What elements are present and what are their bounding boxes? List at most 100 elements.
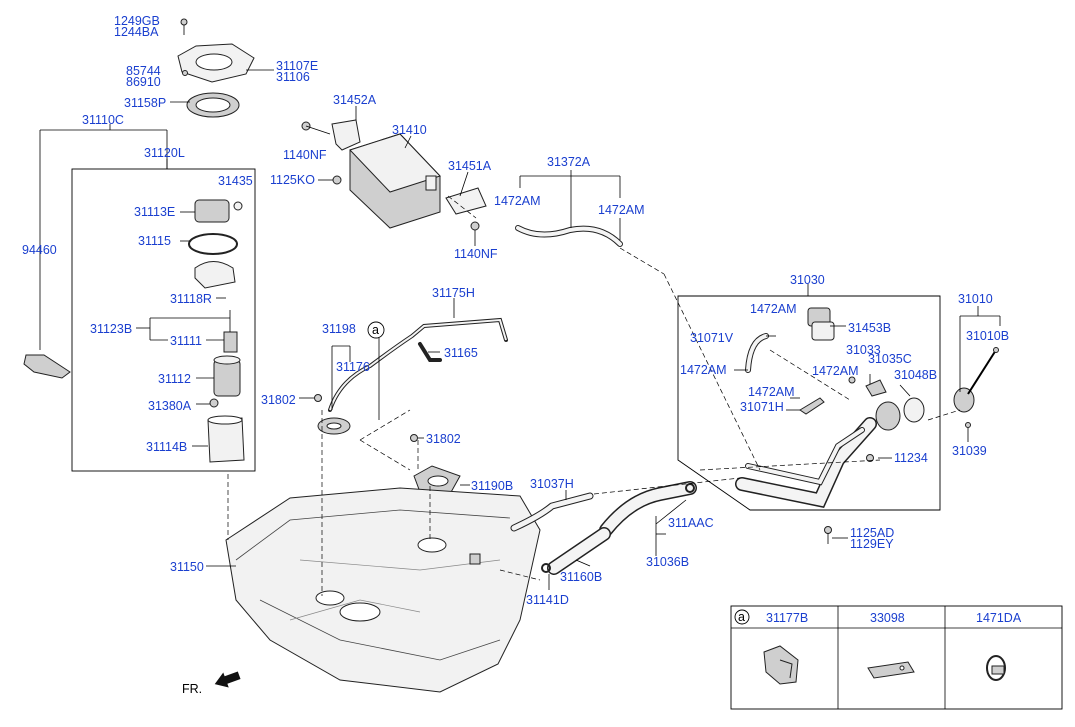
filler-pipe	[735, 417, 877, 508]
part-31380a	[209, 398, 219, 408]
canister-31410	[349, 133, 441, 229]
label-1472am-b: 1472AM	[598, 203, 645, 217]
label-1472am-c: 1472AM	[750, 302, 797, 316]
label-11234: 11234	[894, 451, 928, 465]
label-31802-a: 31802	[261, 393, 296, 407]
label-31453b: 31453B	[848, 321, 891, 335]
label-31039: 31039	[952, 444, 987, 458]
clip-31177b	[763, 645, 799, 685]
label-31150: 31150	[170, 560, 204, 574]
bracket-31452a	[331, 119, 361, 151]
fuel-tank-31150	[206, 487, 541, 693]
filler-group	[677, 284, 941, 511]
label-31118r: 31118R	[170, 292, 212, 306]
bolt-1140nf-b	[470, 221, 480, 231]
label-31010b: 31010B	[966, 329, 1009, 343]
filler-hoses	[510, 481, 848, 590]
cover-plate-31107e	[177, 43, 255, 83]
screw-1249gb	[180, 18, 188, 35]
label-31106: 31106	[276, 70, 310, 84]
clamp-311aac	[685, 483, 695, 493]
label-31380a: 31380A	[148, 399, 192, 413]
filler-frame	[677, 295, 941, 511]
bracket-31035c	[865, 379, 887, 397]
label-31158p: 31158P	[124, 96, 166, 110]
label-31111: 31111	[170, 334, 202, 348]
label-31115: 31115	[138, 234, 171, 248]
label-1129ey: 1129EY	[850, 537, 894, 551]
front-direction-arrow	[214, 671, 241, 688]
label-31114b: 31114B	[146, 440, 187, 454]
hose-leader-lines	[548, 490, 848, 590]
legend-marker-a: a	[738, 610, 745, 624]
label-31107e: 31107E	[276, 59, 318, 73]
clamp-31141d	[541, 563, 551, 573]
label-31037h: 31037H	[530, 477, 574, 491]
label-31035c: 31035C	[868, 352, 912, 366]
label-85744: 85744	[126, 64, 161, 78]
label-31113e: 31113E	[134, 205, 175, 219]
oring-31115	[188, 233, 238, 255]
clip-1471da	[986, 655, 1006, 681]
label-1472am-a: 1472AM	[494, 194, 541, 208]
label-86910: 86910	[126, 75, 161, 89]
module-frame	[71, 168, 256, 472]
label-31033: 31033	[846, 343, 881, 357]
part-31033	[848, 376, 856, 384]
bolt-31802-b	[410, 434, 418, 442]
reservoir-31114b	[207, 415, 245, 463]
label-31141d: 31141D	[526, 593, 569, 607]
vapor-lines	[299, 298, 508, 495]
label-31123b: 31123B	[90, 322, 132, 336]
label-1472am-e: 1472AM	[812, 364, 859, 378]
label-31372a: 31372A	[547, 155, 591, 169]
label-1125ad: 1125AD	[850, 526, 894, 540]
bolt-11234	[866, 454, 874, 462]
filler-leader-lines	[734, 325, 911, 459]
label-31030: 31030	[790, 273, 825, 287]
label-circle-a: a	[372, 323, 379, 337]
label-31802-b: 31802	[426, 432, 461, 446]
filler-neck-31048b	[875, 397, 925, 431]
seal-31176	[317, 417, 351, 435]
dashed-connection-lines	[227, 195, 961, 596]
hose-31071v	[745, 333, 769, 373]
legend-table	[730, 605, 1063, 710]
gasket-31158p	[186, 92, 240, 118]
canister-group	[301, 106, 487, 246]
legend-header-31177b: 31177B	[766, 611, 808, 625]
label-1140nf-a: 1140NF	[283, 148, 327, 162]
part-labels: 1249GB 1244BA 31107E 31106 85744 86910 3…	[22, 14, 1022, 696]
label-31452a: 31452A	[333, 93, 377, 107]
sender-31113e	[194, 199, 243, 223]
label-31451a: 31451A	[448, 159, 492, 173]
part-33098	[867, 661, 915, 679]
label-311aac: 311AAC	[668, 516, 714, 530]
vapor-leader-lines	[299, 298, 470, 486]
legend-header-1471da: 1471DA	[976, 611, 1022, 625]
label-94460: 94460	[22, 243, 57, 257]
label-1244ba: 1244BA	[114, 25, 159, 39]
label-31165: 31165	[444, 346, 478, 360]
pump-leader-lines	[39, 69, 274, 447]
label-31198: 31198	[322, 322, 356, 336]
label-31036b: 31036B	[646, 555, 689, 569]
label-1249gb: 1249GB	[114, 14, 160, 28]
pump-body-31112	[213, 355, 241, 397]
pump-top-cap	[194, 261, 236, 289]
bolt-1125ad	[824, 526, 832, 544]
hose-31037h	[510, 492, 594, 532]
label-31160b: 31160B	[560, 570, 602, 584]
label-31048b: 31048B	[894, 368, 937, 382]
harness-94460	[23, 140, 71, 379]
plate-31190b	[413, 465, 461, 495]
filter-31111	[223, 310, 238, 353]
label-31175h: 31175H	[432, 286, 475, 300]
hose-31160b	[547, 527, 611, 575]
label-31112: 31112	[158, 372, 191, 386]
label-1472am-f: 1472AM	[748, 385, 795, 399]
legend-header-33098: 33098	[870, 611, 905, 625]
label-31071h: 31071H	[740, 400, 784, 414]
vent-hose-31372a	[515, 170, 623, 247]
